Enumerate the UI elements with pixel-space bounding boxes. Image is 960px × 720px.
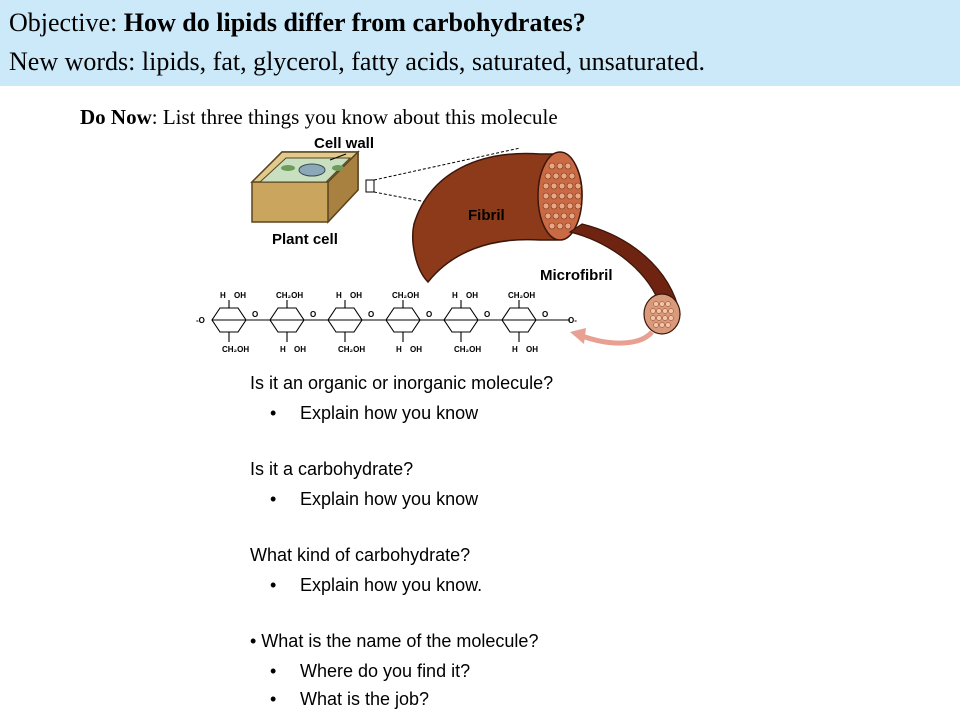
do-now-label: Do Now (80, 105, 152, 129)
svg-text:CH₂OH: CH₂OH (276, 291, 303, 300)
svg-text:H: H (452, 291, 458, 300)
svg-text:O: O (484, 310, 490, 319)
question-name-sub-location: •Where do you find it? (270, 661, 471, 681)
label-microfibril: Microfibril (540, 267, 613, 284)
do-now-text: : List three things you know about this … (151, 105, 558, 129)
microfibril-illustration (568, 223, 681, 335)
objective-question: How do lipids differ from carbohydrates? (123, 8, 586, 37)
question-organic: Is it an organic or inorganic molecule? (250, 373, 554, 393)
question-kind-sub: •Explain how you know. (270, 575, 483, 595)
svg-text:CH₂OH: CH₂OH (392, 291, 419, 300)
label-cell-wall: Cell wall (314, 135, 374, 152)
new-words-line: New words: lipids, fat, glycerol, fatty … (9, 47, 706, 76)
question-carbohydrate: Is it a carbohydrate? (250, 459, 414, 479)
svg-text:H: H (336, 291, 342, 300)
question-name-sub-job: •What is the job? (270, 689, 430, 709)
question-organic-sub: •Explain how you know (270, 403, 479, 423)
svg-text:OH: OH (466, 291, 478, 300)
svg-text:CH₂OH: CH₂OH (454, 345, 481, 354)
label-fibril: Fibril (468, 207, 505, 224)
question-carbohydrate-sub: •Explain how you know (270, 489, 479, 509)
question-kind: What kind of carbohydrate? (250, 545, 471, 565)
label-plant-cell: Plant cell (272, 231, 338, 248)
svg-text:O: O (426, 310, 432, 319)
svg-text:-O: -O (196, 316, 205, 325)
do-now-prompt: Do Now: List three things you know about… (80, 104, 558, 130)
cellulose-chain-structure (211, 300, 570, 342)
objective-header: Objective: How do lipids differ from car… (0, 0, 960, 86)
svg-text:O: O (252, 310, 258, 319)
fibril-illustration (412, 151, 583, 284)
microfibril-arrow-head (570, 328, 586, 344)
objective-line: Objective: How do lipids differ from car… (9, 8, 586, 37)
svg-text:O: O (542, 310, 548, 319)
svg-text:OH: OH (526, 345, 538, 354)
svg-text:H: H (280, 345, 286, 354)
svg-text:CH₂OH: CH₂OH (508, 291, 535, 300)
plant-cell-illustration (250, 150, 375, 224)
svg-text:OH: OH (350, 291, 362, 300)
svg-text:H: H (396, 345, 402, 354)
svg-text:H: H (220, 291, 226, 300)
svg-text:CH₂OH: CH₂OH (338, 345, 365, 354)
svg-text:OH: OH (234, 291, 246, 300)
svg-text:OH: OH (294, 345, 306, 354)
microfibril-arrow (581, 330, 654, 346)
svg-text:OH: OH (410, 345, 422, 354)
question-name: • What is the name of the molecule? (250, 631, 539, 651)
svg-text:H: H (512, 345, 518, 354)
svg-text:CH₂OH: CH₂OH (222, 345, 249, 354)
svg-text:O: O (368, 310, 374, 319)
svg-text:O: O (310, 310, 316, 319)
svg-text:O-: O- (568, 316, 577, 325)
